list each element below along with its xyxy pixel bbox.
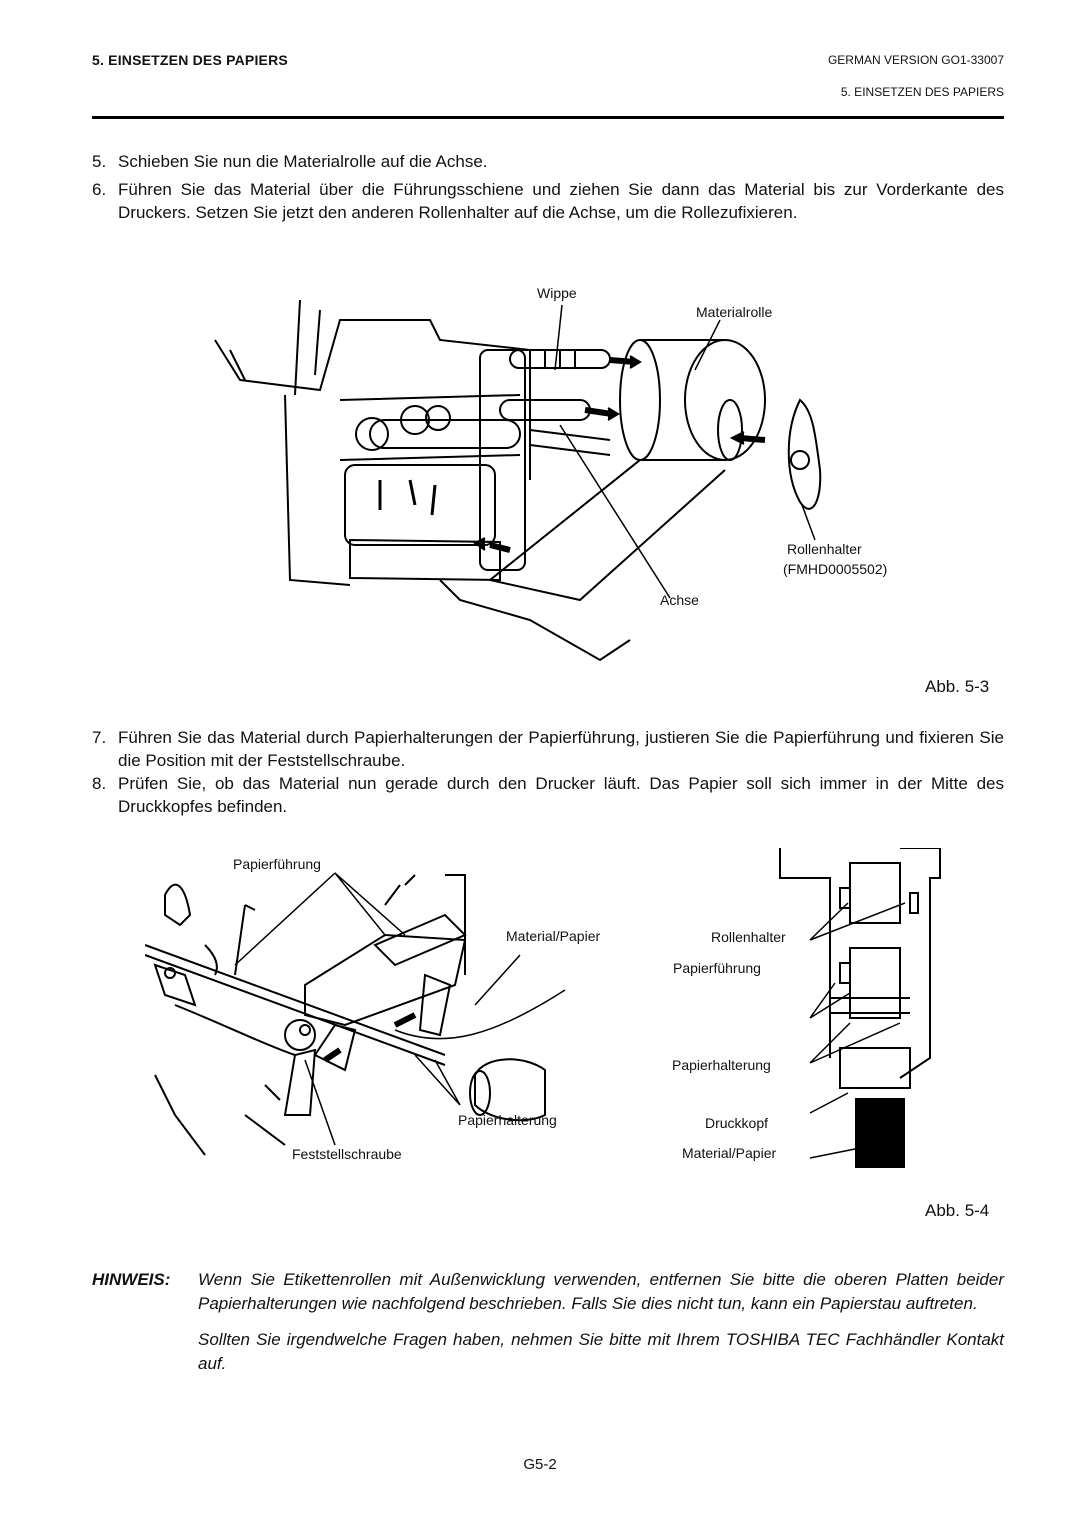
label-rollenhalter: Rollenhalter	[787, 541, 862, 557]
label-achse: Achse	[660, 592, 699, 608]
label-papierfuehrung-side: Papierführung	[673, 960, 761, 976]
figure-5-4-guide-illustration	[145, 872, 566, 1156]
note-paragraph-1: Wenn Sie Etikettenrollen mit Außenwicklu…	[198, 1270, 1004, 1313]
figure-5-4-side-view	[779, 848, 941, 1168]
label-feststellschraube: Feststellschraube	[292, 1146, 402, 1162]
label-material-papier: Material/Papier	[506, 928, 601, 944]
label-materialrolle: Materialrolle	[696, 304, 773, 320]
label-papierhalterung-side: Papierhalterung	[672, 1057, 771, 1073]
step-7: 7. Führen Sie das Material durch Papierh…	[92, 726, 1004, 772]
step-number: 6.	[92, 180, 107, 199]
label-rollenhalter-side: Rollenhalter	[711, 929, 786, 945]
version-label: GERMAN VERSION GO1-33007	[827, 53, 1004, 67]
step-8: 8. Prüfen Sie, ob das Material nun gerad…	[92, 772, 1004, 818]
step-6: 6. Führen Sie das Material über die Führ…	[92, 178, 1004, 224]
step-5: 5. Schieben Sie nun die Materialrolle au…	[92, 150, 1004, 173]
step-number: 5.	[92, 152, 107, 171]
step-number: 7.	[92, 728, 107, 747]
label-druckkopf: Druckkopf	[705, 1115, 769, 1131]
note-block: HINWEIS: Wenn Sie Etikettenrollen mit Au…	[92, 1268, 1004, 1376]
step-text: Schieben Sie nun die Materialrolle auf d…	[118, 152, 488, 171]
label-papierhalterung: Papierhalterung	[458, 1112, 557, 1128]
note-paragraph-2: Sollten Sie irgendwelche Fragen haben, n…	[198, 1330, 1004, 1373]
step-text: Führen Sie das Material durch Papierhalt…	[118, 728, 1004, 770]
step-number: 8.	[92, 774, 107, 793]
label-material-papier-side: Material/Papier	[682, 1145, 777, 1161]
label-wippe: Wippe	[537, 285, 577, 301]
caption-abb-5-4: Abb. 5-4	[925, 1201, 990, 1220]
label-papierfuehrung: Papierführung	[233, 856, 321, 872]
step-text: Prüfen Sie, ob das Material nun gerade d…	[118, 774, 1004, 816]
note-tag: HINWEIS:	[92, 1270, 171, 1289]
section-title: 5. EINSETZEN DES PAPIERS	[92, 52, 288, 68]
figure-5-3-illustration	[214, 299, 822, 662]
caption-abb-5-3: Abb. 5-3	[925, 677, 990, 696]
label-part-number: (FMHD0005502)	[783, 561, 888, 577]
step-text: Führen Sie das Material über die Führung…	[118, 180, 1004, 222]
header-rule	[92, 116, 1004, 119]
subsection-label: 5. EINSETZEN DES PAPIERS	[840, 85, 1004, 99]
page-number: G5-2	[523, 1456, 557, 1473]
